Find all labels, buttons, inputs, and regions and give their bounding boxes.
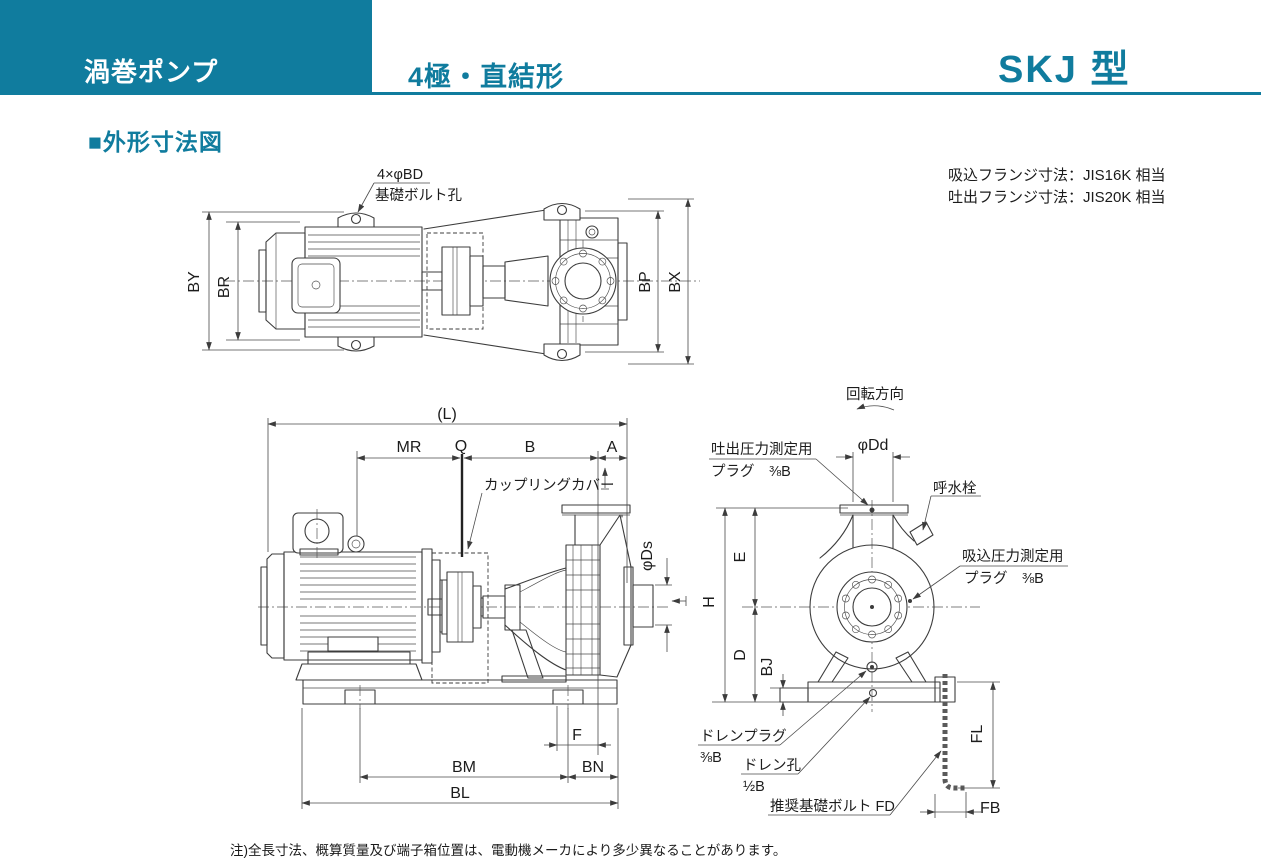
eyebolt bbox=[347, 535, 365, 553]
bolt-tab bbox=[337, 212, 375, 228]
label-foundation-bolt-hole: 基礎ボルト孔 bbox=[375, 187, 462, 204]
dim-bp: BP bbox=[637, 271, 654, 292]
dim-fb: FB bbox=[980, 800, 1000, 817]
dim-by: BY bbox=[186, 271, 203, 293]
section-title: ■外形寸法図 bbox=[88, 129, 223, 155]
foundation-bolt bbox=[942, 674, 966, 791]
drain-plug-callout: ドレンプラグ ⅜B bbox=[698, 670, 867, 766]
priming-plug-callout: 呼水栓 bbox=[922, 480, 981, 531]
dim-bl: BL bbox=[450, 785, 470, 802]
end-view-dimensions bbox=[712, 507, 1000, 818]
label-4xbd: 4×φBD bbox=[377, 167, 423, 183]
label-drain-plug-2: ⅜B bbox=[700, 750, 722, 766]
flange-bolt-holes-end bbox=[841, 575, 903, 639]
dim-a: A bbox=[607, 439, 618, 456]
label-discharge-plug-1: 吐出圧力測定用 bbox=[711, 441, 813, 458]
flange-bolt-holes-plan bbox=[551, 249, 615, 313]
bedplate bbox=[302, 679, 618, 705]
label-rotation: 回転方向 bbox=[846, 386, 904, 403]
label-suction-plug-1: 吸込圧力測定用 bbox=[962, 548, 1064, 565]
dim-dd: φDd bbox=[858, 437, 889, 454]
flow-arrow-icon bbox=[601, 467, 687, 606]
label-drain-plug-1: ドレンプラグ bbox=[700, 728, 787, 745]
foundation-bolt-callout: 推奨基礎ボルト FD bbox=[768, 750, 942, 816]
dim-l: (L) bbox=[437, 406, 457, 423]
dim-b: B bbox=[525, 439, 536, 456]
top-view-dimensions-left bbox=[202, 211, 344, 351]
rotation-arrow-icon bbox=[856, 403, 895, 411]
motor-nameplate bbox=[327, 636, 379, 652]
suction-flange-note: 吸込フランジ寸法：JIS16K 相当 bbox=[948, 167, 1166, 184]
drain-plug bbox=[866, 661, 878, 673]
header-category-label: 渦巻ポンプ bbox=[84, 57, 219, 87]
drain-hole-callout: ドレン孔 ½B bbox=[741, 696, 871, 795]
terminal-box bbox=[292, 512, 344, 554]
suction-plug-callout: 吸込圧力測定用 プラグ ⅜B bbox=[908, 548, 1068, 603]
top-view-dimensions-right bbox=[585, 198, 694, 365]
dim-bx: BX bbox=[667, 271, 684, 293]
dim-h: H bbox=[701, 596, 718, 608]
header-category-block bbox=[0, 0, 372, 95]
header-rule bbox=[372, 92, 1261, 95]
label-drain-hole-2: ½B bbox=[743, 779, 765, 795]
label-discharge-plug-2: プラグ ⅜B bbox=[711, 463, 791, 480]
dim-bj: BJ bbox=[759, 658, 776, 677]
side-view-dimensions bbox=[267, 418, 672, 809]
label-drain-hole-1: ドレン孔 bbox=[743, 757, 801, 774]
discharge-gauge-plug bbox=[869, 507, 875, 513]
end-view-drawing: 回転方向 φDd H E D BJ FL bbox=[698, 386, 1068, 818]
dim-f: F bbox=[572, 727, 582, 744]
dim-bn: BN bbox=[582, 759, 604, 776]
label-priming-plug: 呼水栓 bbox=[933, 480, 977, 497]
dim-ds: φDs bbox=[639, 541, 656, 571]
dim-bm: BM bbox=[452, 759, 476, 776]
dim-e: E bbox=[732, 552, 749, 563]
discharge-flange-note: 吐出フランジ寸法：JIS20K 相当 bbox=[948, 189, 1166, 206]
label-suction-plug-2: プラグ ⅜B bbox=[964, 570, 1044, 587]
header-subtitle: 4極・直結形 bbox=[408, 62, 565, 92]
label-foundation-bolt: 推奨基礎ボルト FD bbox=[770, 798, 895, 815]
dim-q: Q bbox=[455, 438, 467, 455]
dim-br: BR bbox=[216, 276, 233, 298]
motor-fins-plan bbox=[308, 234, 420, 328]
label-coupling-cover: カップリングカバー bbox=[484, 477, 615, 494]
foundation-bolt-hole bbox=[350, 213, 362, 225]
top-view-drawing: BY BR BP BX 4×φBD 基礎ボルト孔 bbox=[186, 167, 700, 365]
footnote: 注)全長寸法、概算質量及び端子箱位置は、電動機メーカにより多少異なることがありま… bbox=[230, 843, 787, 858]
discharge-plug-callout: 吐出圧力測定用 プラグ ⅜B bbox=[709, 441, 869, 506]
dim-d: D bbox=[732, 649, 749, 661]
side-view-drawing: (L) MR Q B A φDs F BM BN BL カップリングカバー bbox=[258, 406, 687, 809]
dim-fl: FL bbox=[969, 725, 986, 744]
coupling-cover-callout: カップリングカバー bbox=[467, 477, 615, 550]
header-model: SKJ 型 bbox=[998, 49, 1131, 91]
priming-boss bbox=[909, 521, 934, 546]
bolt-hole-callout: 4×φBD 基礎ボルト孔 bbox=[357, 167, 462, 213]
flange-note: 吸込フランジ寸法：JIS16K 相当 吐出フランジ寸法：JIS20K 相当 bbox=[948, 165, 1166, 209]
dd-dimension bbox=[836, 452, 910, 502]
casing-ribs bbox=[566, 559, 600, 669]
drain-hole bbox=[868, 688, 878, 698]
dim-mr: MR bbox=[397, 439, 422, 456]
